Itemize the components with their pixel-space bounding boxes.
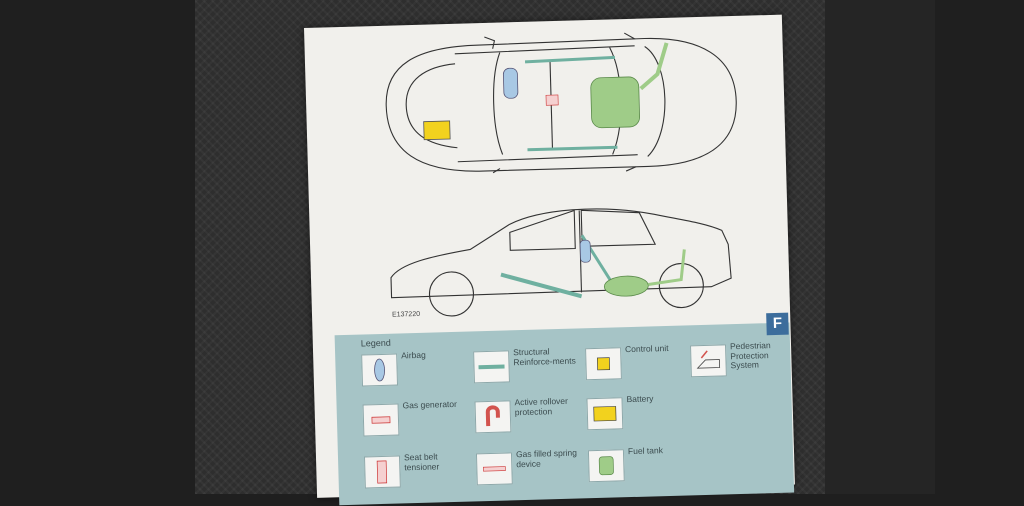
top-fuel-line <box>639 42 669 91</box>
legend-label: Gas generator <box>402 398 458 411</box>
top-reinforcement-left <box>524 55 616 64</box>
side-fuel-line <box>648 249 686 286</box>
legend-label: Pedestrian Protection System <box>729 340 771 371</box>
structural-reinforcement-icon <box>473 350 510 384</box>
gas-generator-icon <box>362 403 400 437</box>
seat-side-panel <box>825 0 935 494</box>
legend-label: Seat belt tensioner <box>403 451 440 472</box>
legend-label: Airbag <box>401 349 426 361</box>
language-badge: F <box>766 312 789 336</box>
top-reinforcement-right <box>527 145 618 152</box>
gas-spring-icon <box>475 452 513 486</box>
vehicle-diagram <box>385 32 737 317</box>
legend-label: Battery <box>626 393 654 405</box>
figure-code: E137220 <box>391 310 421 319</box>
windshield-airbag <box>502 67 519 99</box>
car-top-view <box>385 32 737 174</box>
legend-panel: Legend F Airbag Structural Reinforce-men… <box>334 312 795 506</box>
battery-icon <box>586 397 624 431</box>
legend-label: Active rollover protection <box>514 395 569 417</box>
top-control-unit <box>423 120 451 141</box>
control-unit-icon <box>585 347 622 381</box>
rescue-sheet: E137220 Legend F Airbag Structural Reinf… <box>304 14 795 506</box>
side-airbag <box>579 239 591 263</box>
top-gas-generator <box>545 94 559 106</box>
fuel-tank-icon <box>587 449 625 483</box>
airbag-icon <box>361 353 399 387</box>
side-fuel-tank <box>603 275 649 297</box>
pedestrian-protection-icon <box>690 344 727 378</box>
legend-label: Gas filled spring device <box>515 447 578 469</box>
rollover-protection-icon <box>474 400 512 434</box>
legend-label: Structural Reinforce-ments <box>512 346 576 367</box>
top-fuel-tank <box>590 76 641 129</box>
car-side-view <box>390 208 732 317</box>
legend-label: Fuel tank <box>627 445 664 457</box>
legend-label: Control unit <box>624 342 669 355</box>
seat-belt-tensioner-icon <box>363 455 401 489</box>
side-reinforcement <box>500 272 583 299</box>
legend-title: Legend <box>360 337 392 349</box>
